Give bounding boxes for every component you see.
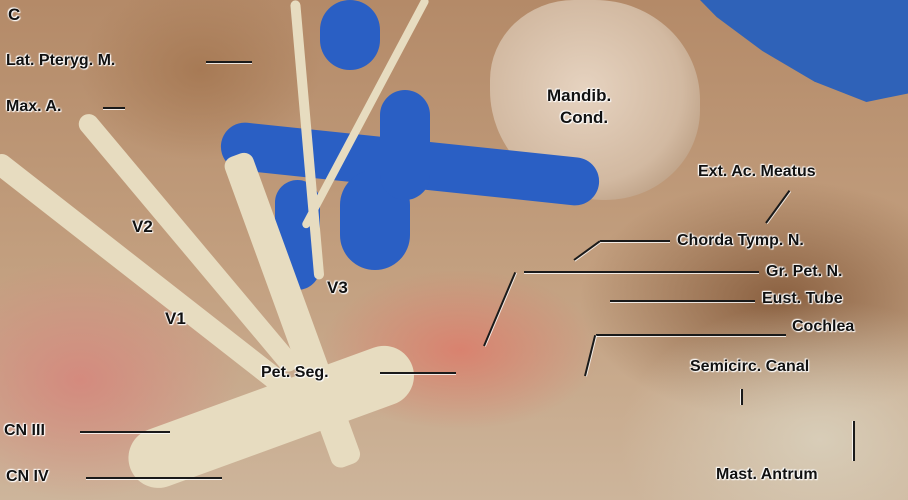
leader-line <box>206 61 252 63</box>
label-semicirc-canal: Semicirc. Canal <box>690 358 810 375</box>
label-cn-iv: CN IV <box>6 468 49 485</box>
label-lat-pteryg: Lat. Pteryg. M. <box>6 52 116 69</box>
label-cochlea: Cochlea <box>792 318 855 335</box>
label-max-a: Max. A. <box>6 98 62 115</box>
label-cn-iii: CN III <box>4 422 45 439</box>
label-ext-ac-meatus: Ext. Ac. Meatus <box>698 163 816 180</box>
leader-line <box>610 300 755 302</box>
label-mandib: Mandib. <box>547 86 612 105</box>
leader-line <box>86 477 222 479</box>
label-v3: V3 <box>327 278 348 297</box>
leader-line <box>103 107 125 109</box>
leader-line <box>596 334 786 336</box>
label-mast-antrum: Mast. Antrum <box>716 466 818 483</box>
label-chorda-tymp: Chorda Tymp. N. <box>677 232 804 249</box>
label-v1: V1 <box>165 309 186 328</box>
panel-letter: C <box>8 5 21 24</box>
leader-line <box>853 421 855 461</box>
leader-line <box>380 372 456 374</box>
leader-line <box>80 431 170 433</box>
venous-plexus-branch <box>320 0 380 70</box>
leader-line <box>600 240 670 242</box>
label-v2: V2 <box>132 217 153 236</box>
leader-line <box>524 271 759 273</box>
label-cond: Cond. <box>560 108 609 127</box>
leader-line <box>741 389 743 405</box>
venous-plexus-branch <box>380 90 430 200</box>
label-eust-tube: Eust. Tube <box>762 290 843 307</box>
label-pet-seg: Pet. Seg. <box>261 364 329 381</box>
label-gr-pet: Gr. Pet. N. <box>766 263 843 280</box>
